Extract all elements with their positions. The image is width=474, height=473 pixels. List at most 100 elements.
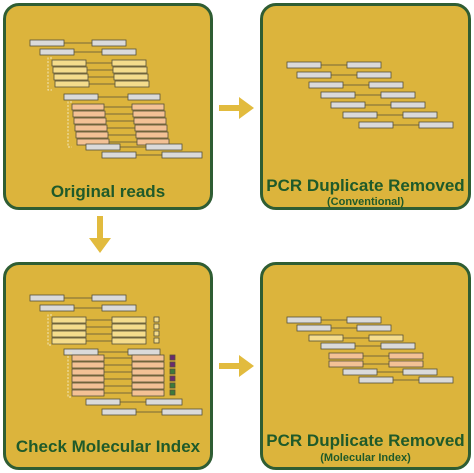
duplicate-bracket xyxy=(67,352,72,398)
read-segment xyxy=(358,376,394,384)
down-arrow xyxy=(89,216,111,253)
duplicate-bracket xyxy=(47,314,52,346)
read-segment xyxy=(91,294,127,302)
read-segment xyxy=(53,73,89,81)
read-segment xyxy=(134,124,168,132)
read-segment xyxy=(74,124,108,132)
index-tag xyxy=(169,389,176,396)
panel-original-reads: Original reads xyxy=(3,3,213,210)
read-segment xyxy=(112,66,148,74)
read-segment xyxy=(39,48,75,56)
read-segment xyxy=(286,316,322,324)
read-segment xyxy=(71,368,105,376)
read-segment xyxy=(286,61,322,69)
read-segment xyxy=(346,61,382,69)
read-segment xyxy=(51,330,87,338)
read-segment xyxy=(388,352,424,360)
read-segment xyxy=(113,73,149,81)
read-segment xyxy=(418,121,454,129)
read-segment xyxy=(133,117,167,125)
read-segment xyxy=(127,348,161,356)
index-tag xyxy=(169,382,176,389)
read-segment xyxy=(111,59,147,67)
read-segment xyxy=(75,131,109,139)
read-segment xyxy=(356,324,392,332)
read-segment xyxy=(85,398,121,406)
read-segment xyxy=(388,360,424,368)
read-segment xyxy=(127,93,161,101)
read-segment xyxy=(296,71,332,79)
read-segment xyxy=(111,330,147,338)
read-segment xyxy=(161,408,203,416)
panel-title-molecular: PCR Duplicate Removed xyxy=(266,431,465,450)
index-tag xyxy=(153,330,160,337)
read-segment xyxy=(71,382,105,390)
read-segment xyxy=(402,111,438,119)
read-segment xyxy=(131,382,165,390)
read-segment xyxy=(101,304,137,312)
read-segment xyxy=(145,398,183,406)
read-segment xyxy=(114,80,150,88)
read-segment xyxy=(52,66,88,74)
reads-diagram-molecular xyxy=(286,316,454,384)
read-segment xyxy=(161,151,203,159)
read-segment xyxy=(402,368,438,376)
read-segment xyxy=(51,316,87,324)
read-segment xyxy=(132,110,166,118)
reads-diagram-conventional xyxy=(286,61,454,129)
read-segment xyxy=(131,368,165,376)
panel-subtitle-molecular: (Molecular Index) xyxy=(320,452,411,464)
index-tag xyxy=(169,354,176,361)
read-segment xyxy=(72,110,106,118)
read-segment xyxy=(356,71,392,79)
reads-diagram-check xyxy=(29,294,203,416)
read-segment xyxy=(63,348,99,356)
index-tag xyxy=(153,323,160,330)
read-segment xyxy=(51,59,87,67)
read-segment xyxy=(418,376,454,384)
read-segment xyxy=(91,39,127,47)
read-segment xyxy=(346,316,382,324)
reads-diagram-original xyxy=(29,39,203,159)
read-segment xyxy=(101,151,137,159)
read-segment xyxy=(29,294,65,302)
read-segment xyxy=(101,408,137,416)
read-segment xyxy=(328,360,364,368)
read-segment xyxy=(380,342,416,350)
read-segment xyxy=(131,389,165,397)
panel-conventional: PCR Duplicate Removed (Conventional) xyxy=(260,3,471,210)
read-segment xyxy=(111,316,147,324)
read-segment xyxy=(368,81,404,89)
read-segment xyxy=(63,93,99,101)
index-tag xyxy=(169,375,176,382)
read-segment xyxy=(308,334,344,342)
read-segment xyxy=(296,324,332,332)
duplicate-bracket xyxy=(47,57,52,91)
index-tag xyxy=(169,361,176,368)
read-segment xyxy=(71,389,105,397)
read-segment xyxy=(131,375,165,383)
panel-title-check: Check Molecular Index xyxy=(15,437,201,456)
read-segment xyxy=(131,361,165,369)
read-segment xyxy=(73,117,107,125)
read-segment xyxy=(71,361,105,369)
read-segment xyxy=(330,101,366,109)
read-segment xyxy=(101,48,137,56)
index-tag xyxy=(169,368,176,375)
read-segment xyxy=(308,81,344,89)
panel-molecular-index: PCR Duplicate Removed (Molecular Index) xyxy=(260,262,471,470)
index-tag xyxy=(153,316,160,323)
read-segment xyxy=(51,323,87,331)
read-segment xyxy=(368,334,404,342)
index-tag xyxy=(153,337,160,344)
read-segment xyxy=(342,368,378,376)
read-segment xyxy=(54,80,90,88)
read-segment xyxy=(29,39,65,47)
read-segment xyxy=(71,103,105,111)
panel-check-molecular-index: Check Molecular Index xyxy=(3,262,213,470)
read-segment xyxy=(71,375,105,383)
read-segment xyxy=(51,337,87,345)
read-segment xyxy=(111,323,147,331)
read-segment xyxy=(320,342,356,350)
panel-title-original: Original reads xyxy=(50,182,166,201)
